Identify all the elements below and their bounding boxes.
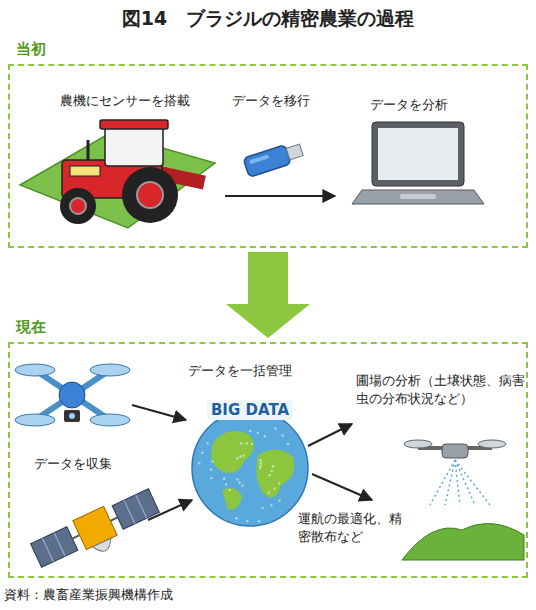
data-dot [236, 457, 238, 459]
data-dot [287, 443, 289, 445]
data-dot [271, 470, 273, 472]
data-dot [201, 452, 203, 454]
data-dot [261, 507, 263, 509]
data-dot [264, 435, 266, 437]
flow-arrow [132, 405, 186, 420]
flow-arrow [308, 424, 352, 446]
data-dot [246, 520, 248, 522]
data-dot [260, 462, 262, 464]
label: データを収集 [34, 455, 144, 473]
field-illustration [402, 524, 524, 560]
data-dot [273, 487, 275, 489]
data-dot [259, 467, 261, 469]
data-dot [235, 517, 237, 519]
data-dot [206, 442, 208, 444]
flow-arrow [225, 195, 335, 197]
data-dot [241, 484, 243, 486]
spray-line [445, 460, 455, 505]
data-dot [251, 443, 253, 445]
data-dot [228, 489, 230, 491]
spray-drone-illustration [404, 440, 506, 505]
data-dot [225, 483, 227, 485]
data-dot [236, 478, 238, 480]
data-dot [257, 432, 259, 434]
satellite-illustration [29, 486, 164, 578]
spray-line [455, 460, 475, 505]
label: データを一括管理 [188, 362, 328, 380]
spray-line [455, 460, 490, 505]
data-dot [258, 520, 260, 522]
data-dot [281, 434, 283, 436]
data-dot [242, 454, 244, 456]
data-dot [278, 482, 280, 484]
data-dot [210, 468, 212, 470]
data-dot [272, 465, 274, 467]
usb-illustration [243, 140, 304, 177]
data-dot [278, 499, 280, 501]
title: 図14 ブラジルの精密農業の過程 [0, 6, 536, 32]
label: データを移行 [232, 92, 342, 110]
big-data-globe [192, 410, 308, 526]
label: 運航の最適化、精密散布など [298, 510, 402, 545]
data-dot [260, 464, 262, 466]
data-dot [210, 477, 212, 479]
data-dot [268, 491, 270, 493]
data-dot [240, 442, 242, 444]
label: 農機にセンサーを搭載 [60, 92, 235, 110]
label: BIG DATA [207, 400, 293, 420]
dashed-panel: 当初 [8, 64, 528, 248]
label: 圃場の分析（土壌状態、病害虫の分布状況など） [356, 372, 532, 407]
data-dot [211, 460, 213, 462]
data-dot [274, 427, 276, 429]
spray-line [430, 460, 455, 505]
data-dot [198, 462, 200, 464]
spray-line [455, 460, 460, 505]
flow-arrow [312, 474, 372, 500]
panel-heading: 現在 [16, 318, 46, 337]
label: データを分析 [370, 96, 480, 114]
panel-heading: 当初 [16, 40, 46, 59]
data-dot [246, 442, 248, 444]
data-dot [223, 477, 225, 479]
block-arrow [226, 252, 310, 338]
laptop-illustration [352, 122, 484, 204]
source-note: 資料：農畜産業振興機構作成 [4, 586, 173, 604]
drone-illustration [15, 364, 130, 426]
data-dot [239, 455, 241, 457]
tractor-illustration [20, 120, 215, 228]
data-dot [249, 430, 251, 432]
data-dot [269, 474, 271, 476]
flow-arrow [148, 500, 192, 520]
data-dot [270, 504, 272, 506]
data-dot [259, 459, 261, 461]
data-dot [238, 482, 240, 484]
